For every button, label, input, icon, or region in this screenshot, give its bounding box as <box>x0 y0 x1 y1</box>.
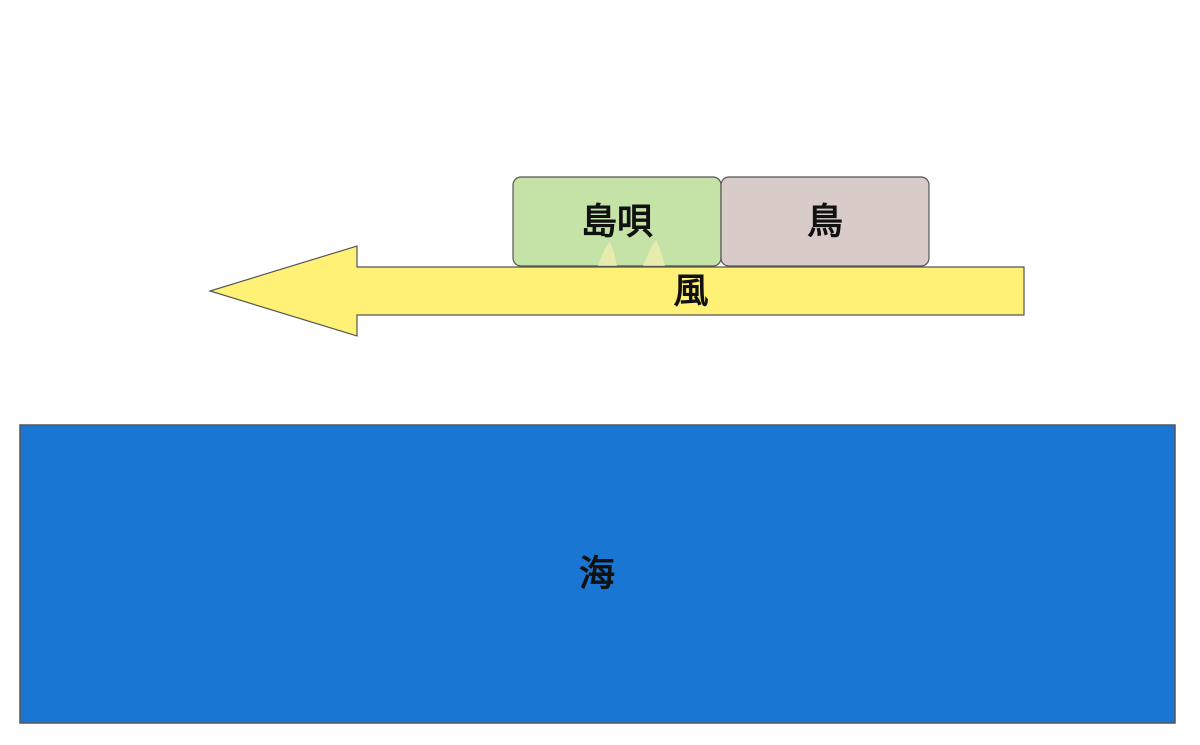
glow-mark-right <box>643 240 665 266</box>
wind-arrow: 風 <box>207 245 1025 337</box>
sea-box-shape <box>19 424 1176 724</box>
sea-label: 海 <box>579 554 615 595</box>
wind-arrow-shape <box>207 245 1025 337</box>
glow-mark-left <box>598 242 617 266</box>
tori-label: 鳥 <box>807 202 843 243</box>
shimauta-box: 島唄 <box>512 176 722 267</box>
shimauta-label: 島唄 <box>581 202 653 243</box>
sea-box: 海 <box>19 424 1176 724</box>
tori-box-shape <box>720 176 930 267</box>
wind-label: 風 <box>673 272 708 312</box>
tori-box: 鳥 <box>720 176 930 267</box>
